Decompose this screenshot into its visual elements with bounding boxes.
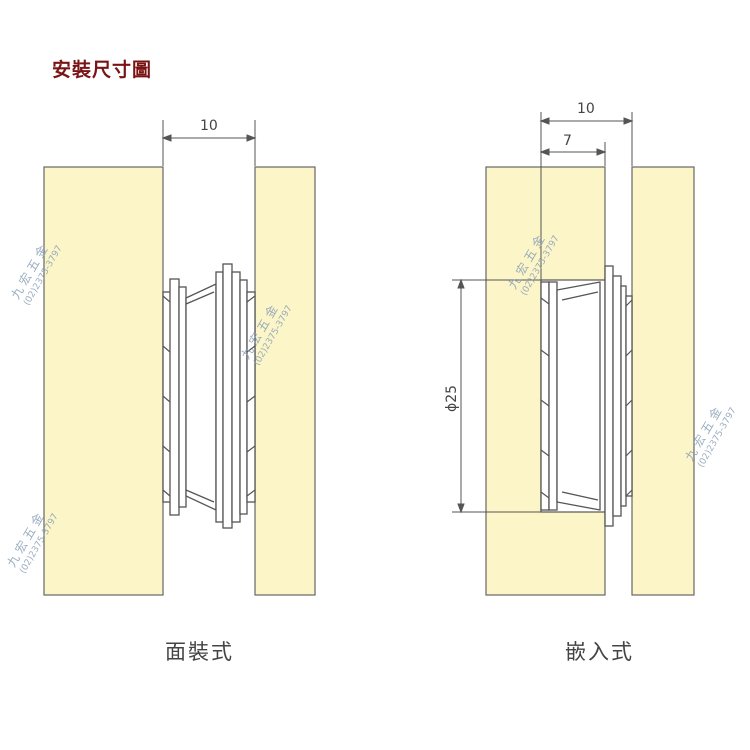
diameter-label: ϕ25 <box>444 385 460 412</box>
page-title: 安裝尺寸圖 <box>52 59 153 81</box>
surface-catch <box>162 263 256 529</box>
right-total-label: 10 <box>577 101 595 117</box>
recessed-catch <box>540 265 633 527</box>
left-panel-b <box>254 166 316 596</box>
right-total-dimension <box>539 112 634 280</box>
surface-mount-diagram: 10 <box>43 118 316 596</box>
recessed-caption: 嵌入式 <box>565 640 634 664</box>
left-gap-dimension <box>161 120 257 166</box>
diameter-dimension <box>452 278 541 514</box>
right-panel-b <box>631 166 695 596</box>
right-inset-dimension <box>539 142 607 166</box>
recessed-diagram: 10 7 ϕ25 <box>444 101 695 596</box>
left-panel-a <box>43 166 164 596</box>
left-gap-label: 10 <box>200 118 218 134</box>
right-inset-label: 7 <box>563 133 572 149</box>
surface-mount-caption: 面裝式 <box>165 640 234 664</box>
